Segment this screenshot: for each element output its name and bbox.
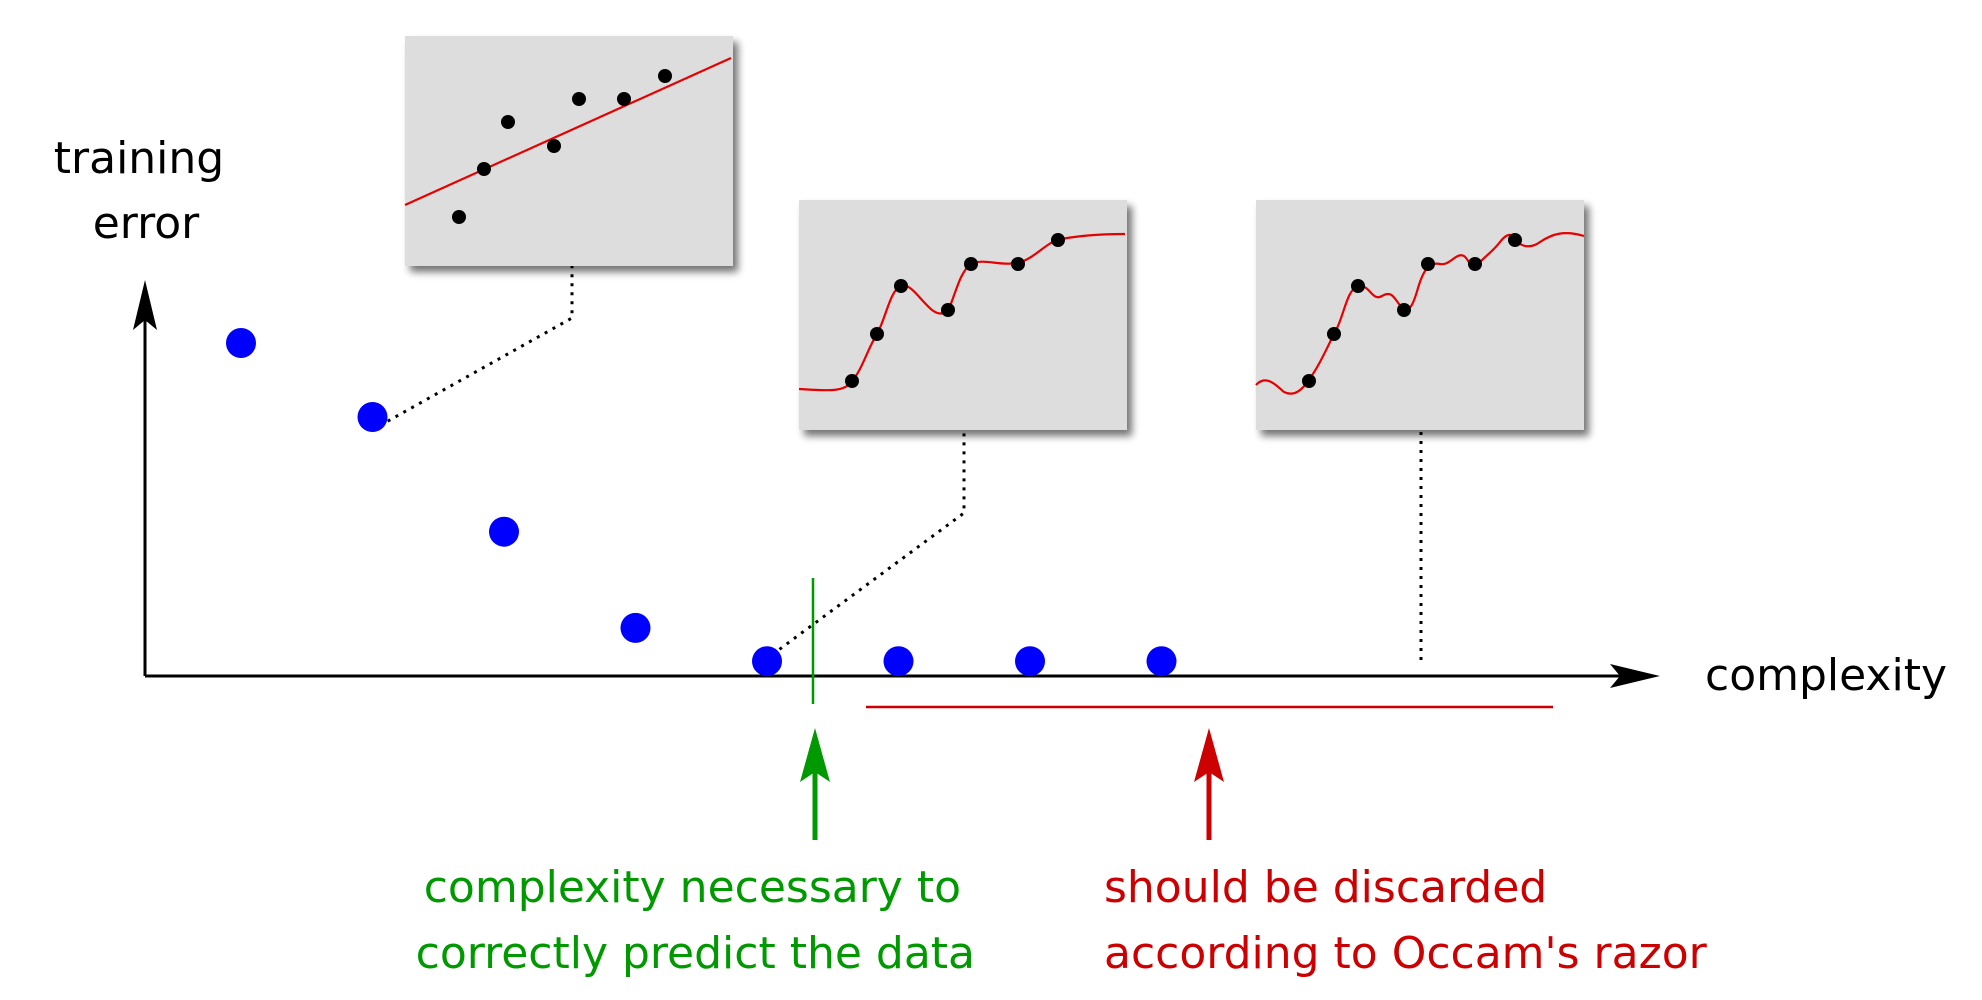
training-error-point <box>1015 646 1045 677</box>
discard-arrowhead <box>1194 728 1224 782</box>
sample-point <box>1051 233 1065 247</box>
training-error-point <box>1146 646 1177 677</box>
sample-points <box>1302 233 1522 388</box>
sample-point <box>1508 233 1522 247</box>
connector-2 <box>764 430 966 662</box>
x-axis-label: complexity <box>1705 650 1947 701</box>
sample-point <box>1011 257 1025 271</box>
sample-point <box>617 92 631 106</box>
sample-point <box>1302 374 1316 388</box>
training-error-point <box>357 402 388 432</box>
sample-point <box>1397 303 1411 317</box>
y-axis-arrowhead <box>133 280 157 330</box>
inset-panel-linear <box>404 36 733 266</box>
necessary-caption-line-2: correctly predict the data <box>416 928 975 979</box>
discard-caption: should be discarded according to Occam's… <box>1104 862 1708 979</box>
panel-background <box>405 36 733 266</box>
sample-point <box>941 303 955 317</box>
discard-caption-line-1: should be discarded <box>1104 862 1547 913</box>
y-axis-label: training error <box>54 133 238 249</box>
sample-point <box>1468 257 1482 271</box>
necessary-caption: complexity necessary to correctly predic… <box>416 862 975 979</box>
sample-point <box>1421 257 1435 271</box>
axes <box>133 280 1660 688</box>
training-error-point <box>883 646 914 677</box>
inset-panel-overfit <box>1255 200 1585 430</box>
fit-curve <box>404 56 732 207</box>
training-error-point <box>752 646 782 677</box>
panel-background <box>799 200 1127 430</box>
sample-point <box>452 210 466 224</box>
inset-panel-adequate <box>798 200 1127 430</box>
necessary-arrowhead <box>800 728 830 782</box>
sample-point <box>1327 327 1341 341</box>
sample-point <box>1351 279 1365 293</box>
y-axis-label-line-2: error <box>93 198 200 249</box>
sample-point <box>845 374 859 388</box>
training-error-points <box>226 328 1177 677</box>
discard-caption-line-2: according to Occam's razor <box>1104 928 1708 979</box>
training-error-point <box>489 516 519 547</box>
sample-point <box>547 139 561 153</box>
sample-point <box>572 92 586 106</box>
sample-point <box>501 115 515 129</box>
panel-background <box>1256 200 1584 430</box>
sample-points <box>452 69 672 224</box>
connectors <box>371 266 1423 662</box>
sample-point <box>658 69 672 83</box>
sample-point <box>894 279 908 293</box>
necessary-complexity-marker: complexity necessary to correctly predic… <box>416 578 975 979</box>
training-error-point <box>226 328 256 358</box>
sample-points <box>845 233 1065 388</box>
sample-point <box>964 257 978 271</box>
connector-1 <box>371 266 574 432</box>
training-error-point <box>620 612 651 643</box>
sample-point <box>870 327 884 341</box>
necessary-caption-line-1: complexity necessary to <box>424 862 961 913</box>
y-axis-label-line-1: training <box>54 133 224 184</box>
x-axis-arrowhead <box>1610 664 1660 688</box>
sample-point <box>477 162 491 176</box>
discard-range-marker: should be discarded according to Occam's… <box>866 705 1708 979</box>
